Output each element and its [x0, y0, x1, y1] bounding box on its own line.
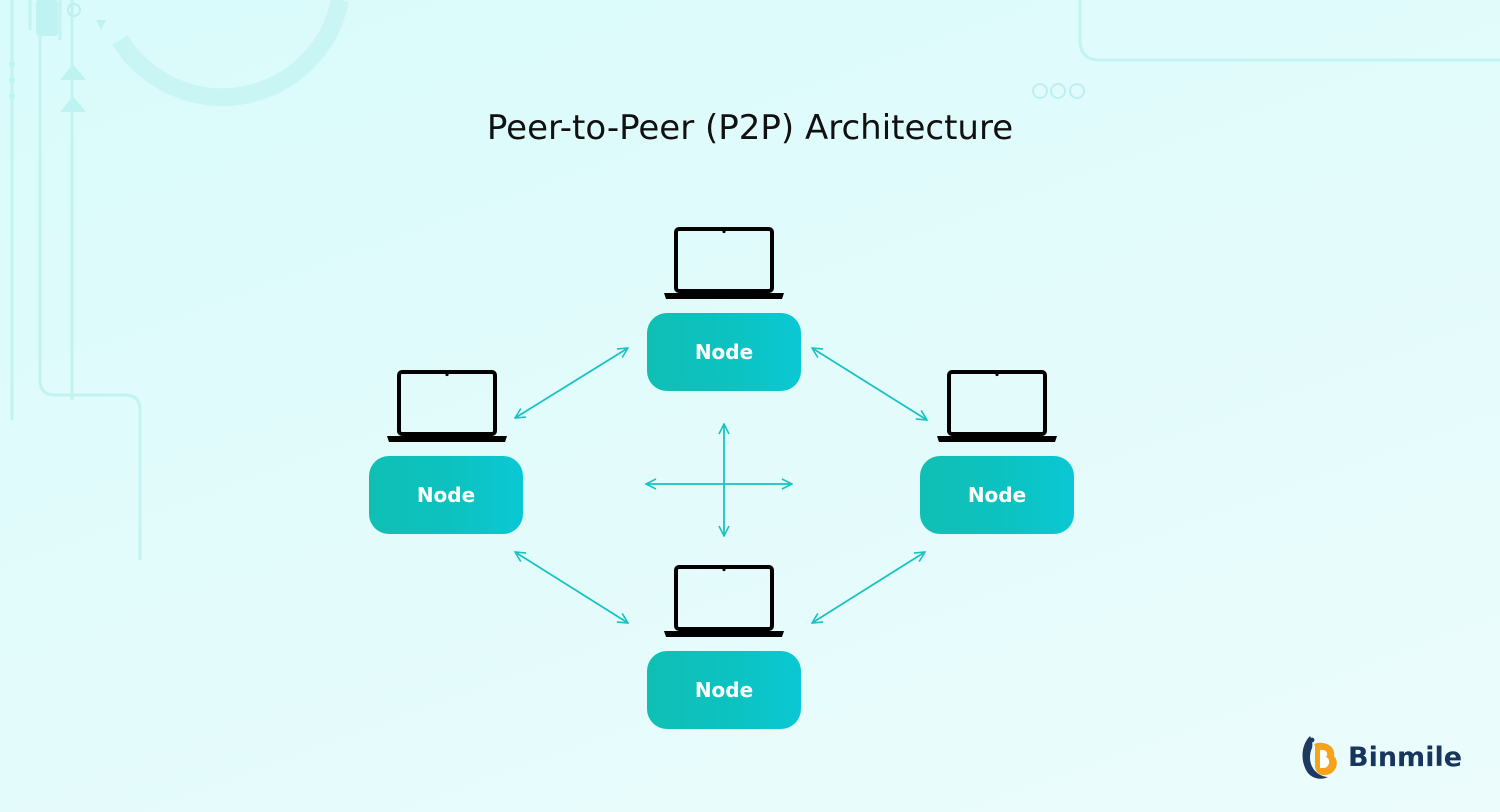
arrow-top-left: [515, 348, 628, 418]
node-label: Node: [416, 483, 476, 507]
binmile-logo-icon: [1302, 736, 1337, 779]
node-bottom: Node: [647, 651, 801, 729]
arrow-left-bottom: [515, 552, 628, 623]
four-way-arrows-icon: [646, 424, 792, 536]
laptop-icon: [387, 370, 507, 442]
node-label: Node: [694, 340, 754, 364]
node-right: Node: [920, 456, 1074, 534]
node-label: Node: [694, 678, 754, 702]
laptop-icon: [664, 227, 784, 299]
brand-logo: Binmile: [1298, 732, 1462, 782]
brand-name: Binmile: [1348, 741, 1463, 773]
arrow-top-right: [812, 348, 927, 420]
laptop-icon: [664, 565, 784, 637]
diagram-title: Peer-to-Peer (P2P) Architecture: [486, 108, 1014, 148]
node-label: Node: [967, 483, 1027, 507]
node-top: Node: [647, 313, 801, 391]
laptop-icon: [937, 370, 1057, 442]
node-left: Node: [369, 456, 523, 534]
arrow-right-bottom: [812, 552, 925, 623]
